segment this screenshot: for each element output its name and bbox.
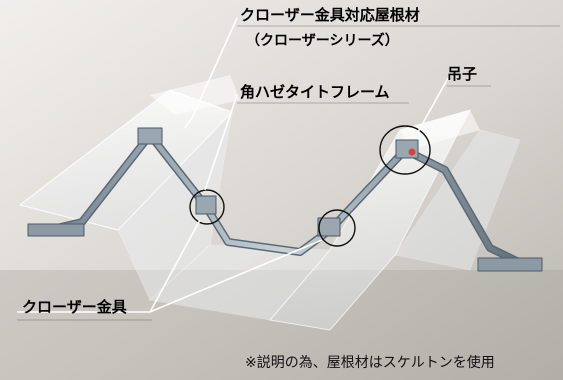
highlight-circles	[189, 125, 431, 247]
hanger-label: 吊子	[447, 65, 478, 83]
closer-bracket-label: クローザー金具	[22, 298, 127, 316]
leader-lines-shadow	[17, 25, 560, 321]
closer-roof-material-label: クローザー金具対応屋根材	[240, 6, 420, 24]
floor-shadow	[0, 270, 563, 380]
closer-series-label: （クローザーシリーズ）	[246, 33, 399, 49]
leader-lines	[17, 17, 449, 313]
square-seam-frame	[27, 127, 543, 272]
square-seam-frame-label: 角ハゼタイトフレーム	[240, 83, 390, 101]
note-text: ※説明の為、屋根材はスケルトンを使用	[245, 355, 495, 371]
